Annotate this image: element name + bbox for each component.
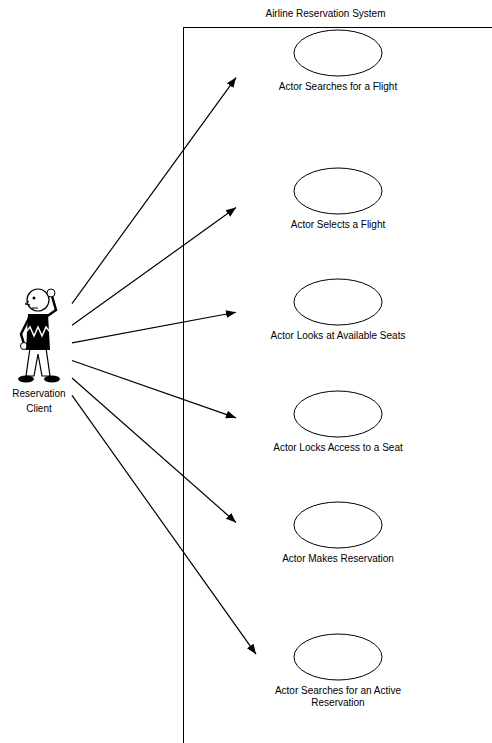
- association-arrow: [72, 378, 236, 522]
- actor-head: [27, 289, 49, 311]
- use-case: Actor Locks Access to a Seat: [238, 390, 438, 454]
- association-arrow: [72, 208, 236, 326]
- actor-mouth: [32, 308, 38, 309]
- association-arrow: [72, 312, 236, 343]
- use-case-label: Actor Makes Reservation: [238, 553, 438, 565]
- actor-torso: [26, 314, 50, 350]
- association-arrow: [72, 78, 236, 304]
- use-case: Actor Makes Reservation: [238, 501, 438, 565]
- use-case: Actor Selects a Flight: [238, 167, 438, 231]
- use-case-ellipse: [238, 29, 438, 77]
- use-case-ellipse: [238, 390, 438, 438]
- use-case-label: Actor Looks at Available Seats: [238, 330, 438, 342]
- use-case-ellipse: [258, 633, 418, 681]
- actor-label: Reservation Client: [8, 386, 70, 416]
- use-case: Actor Searches for a Flight: [238, 29, 438, 93]
- use-case-label: Actor Searches for a Flight: [238, 81, 438, 93]
- use-case-ellipse: [294, 168, 382, 214]
- actor-figure: [8, 282, 70, 386]
- actor-shoe: [44, 376, 60, 383]
- association-arrow: [72, 395, 256, 654]
- use-case: Actor Looks at Available Seats: [238, 278, 438, 342]
- actor-legs: [26, 348, 50, 376]
- use-case-ellipse: [238, 167, 438, 215]
- system-boundary: Airline Reservation SystemActor Searches…: [183, 0, 492, 743]
- system-name: Airline Reservation System: [183, 8, 468, 20]
- actor-zigzag: [26, 327, 50, 336]
- use-case-ellipse: [294, 30, 382, 76]
- use-case-label: Actor Selects a Flight: [238, 219, 438, 231]
- actor-eye: [33, 297, 36, 300]
- actor-nose: [25, 301, 30, 305]
- actor-shoe: [18, 376, 34, 383]
- actor-hand: [47, 289, 55, 297]
- use-case-label: Actor Searches for an Active Reservation: [258, 685, 418, 709]
- association-arrow: [72, 361, 236, 418]
- actor: Reservation Client: [8, 282, 70, 416]
- use-case-ellipse: [238, 278, 438, 326]
- use-case-ellipse: [294, 502, 382, 548]
- use-case-ellipse: [294, 391, 382, 437]
- use-case-ellipse: [294, 279, 382, 325]
- use-case: Actor Searches for an Active Reservation: [258, 633, 418, 709]
- use-case-ellipse: [238, 501, 438, 549]
- use-case-ellipse: [294, 634, 382, 680]
- use-case-label: Actor Locks Access to a Seat: [238, 442, 438, 454]
